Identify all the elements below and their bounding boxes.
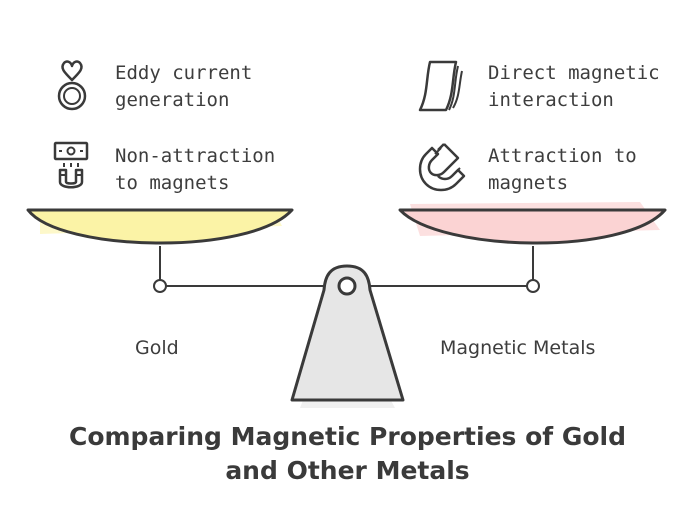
right-pan-bowl [398, 208, 667, 245]
non-attraction-label: Non-attraction to magnets [115, 145, 276, 194]
paper-sheets-icon [418, 60, 463, 112]
title-line-2: and Other Metals [225, 456, 470, 485]
right-pan [398, 202, 667, 245]
horseshoe-magnet-icon [418, 143, 466, 192]
fulcrum-pivot [337, 276, 357, 296]
left-pan [26, 208, 294, 245]
fulcrum [290, 264, 405, 408]
fulcrum-body [290, 264, 405, 402]
attraction-label: Attraction to magnets [488, 145, 637, 194]
left-pan-bowl [26, 208, 294, 245]
direct-magnetic-label: Direct magnetic interaction [488, 62, 660, 111]
diagram-title: Comparing Magnetic Properties of Gold an… [0, 420, 695, 488]
magnetic-metals-label: Magnetic Metals [440, 337, 596, 359]
title-line-1: Comparing Magnetic Properties of Gold [68, 422, 627, 451]
cash-magnet-icon [53, 141, 89, 189]
left-beam-joint [153, 279, 167, 293]
ring-icon [57, 60, 87, 111]
right-beam-joint [526, 279, 540, 293]
gold-label: Gold [135, 337, 179, 359]
eddy-current-label: Eddy current generation [115, 62, 253, 111]
